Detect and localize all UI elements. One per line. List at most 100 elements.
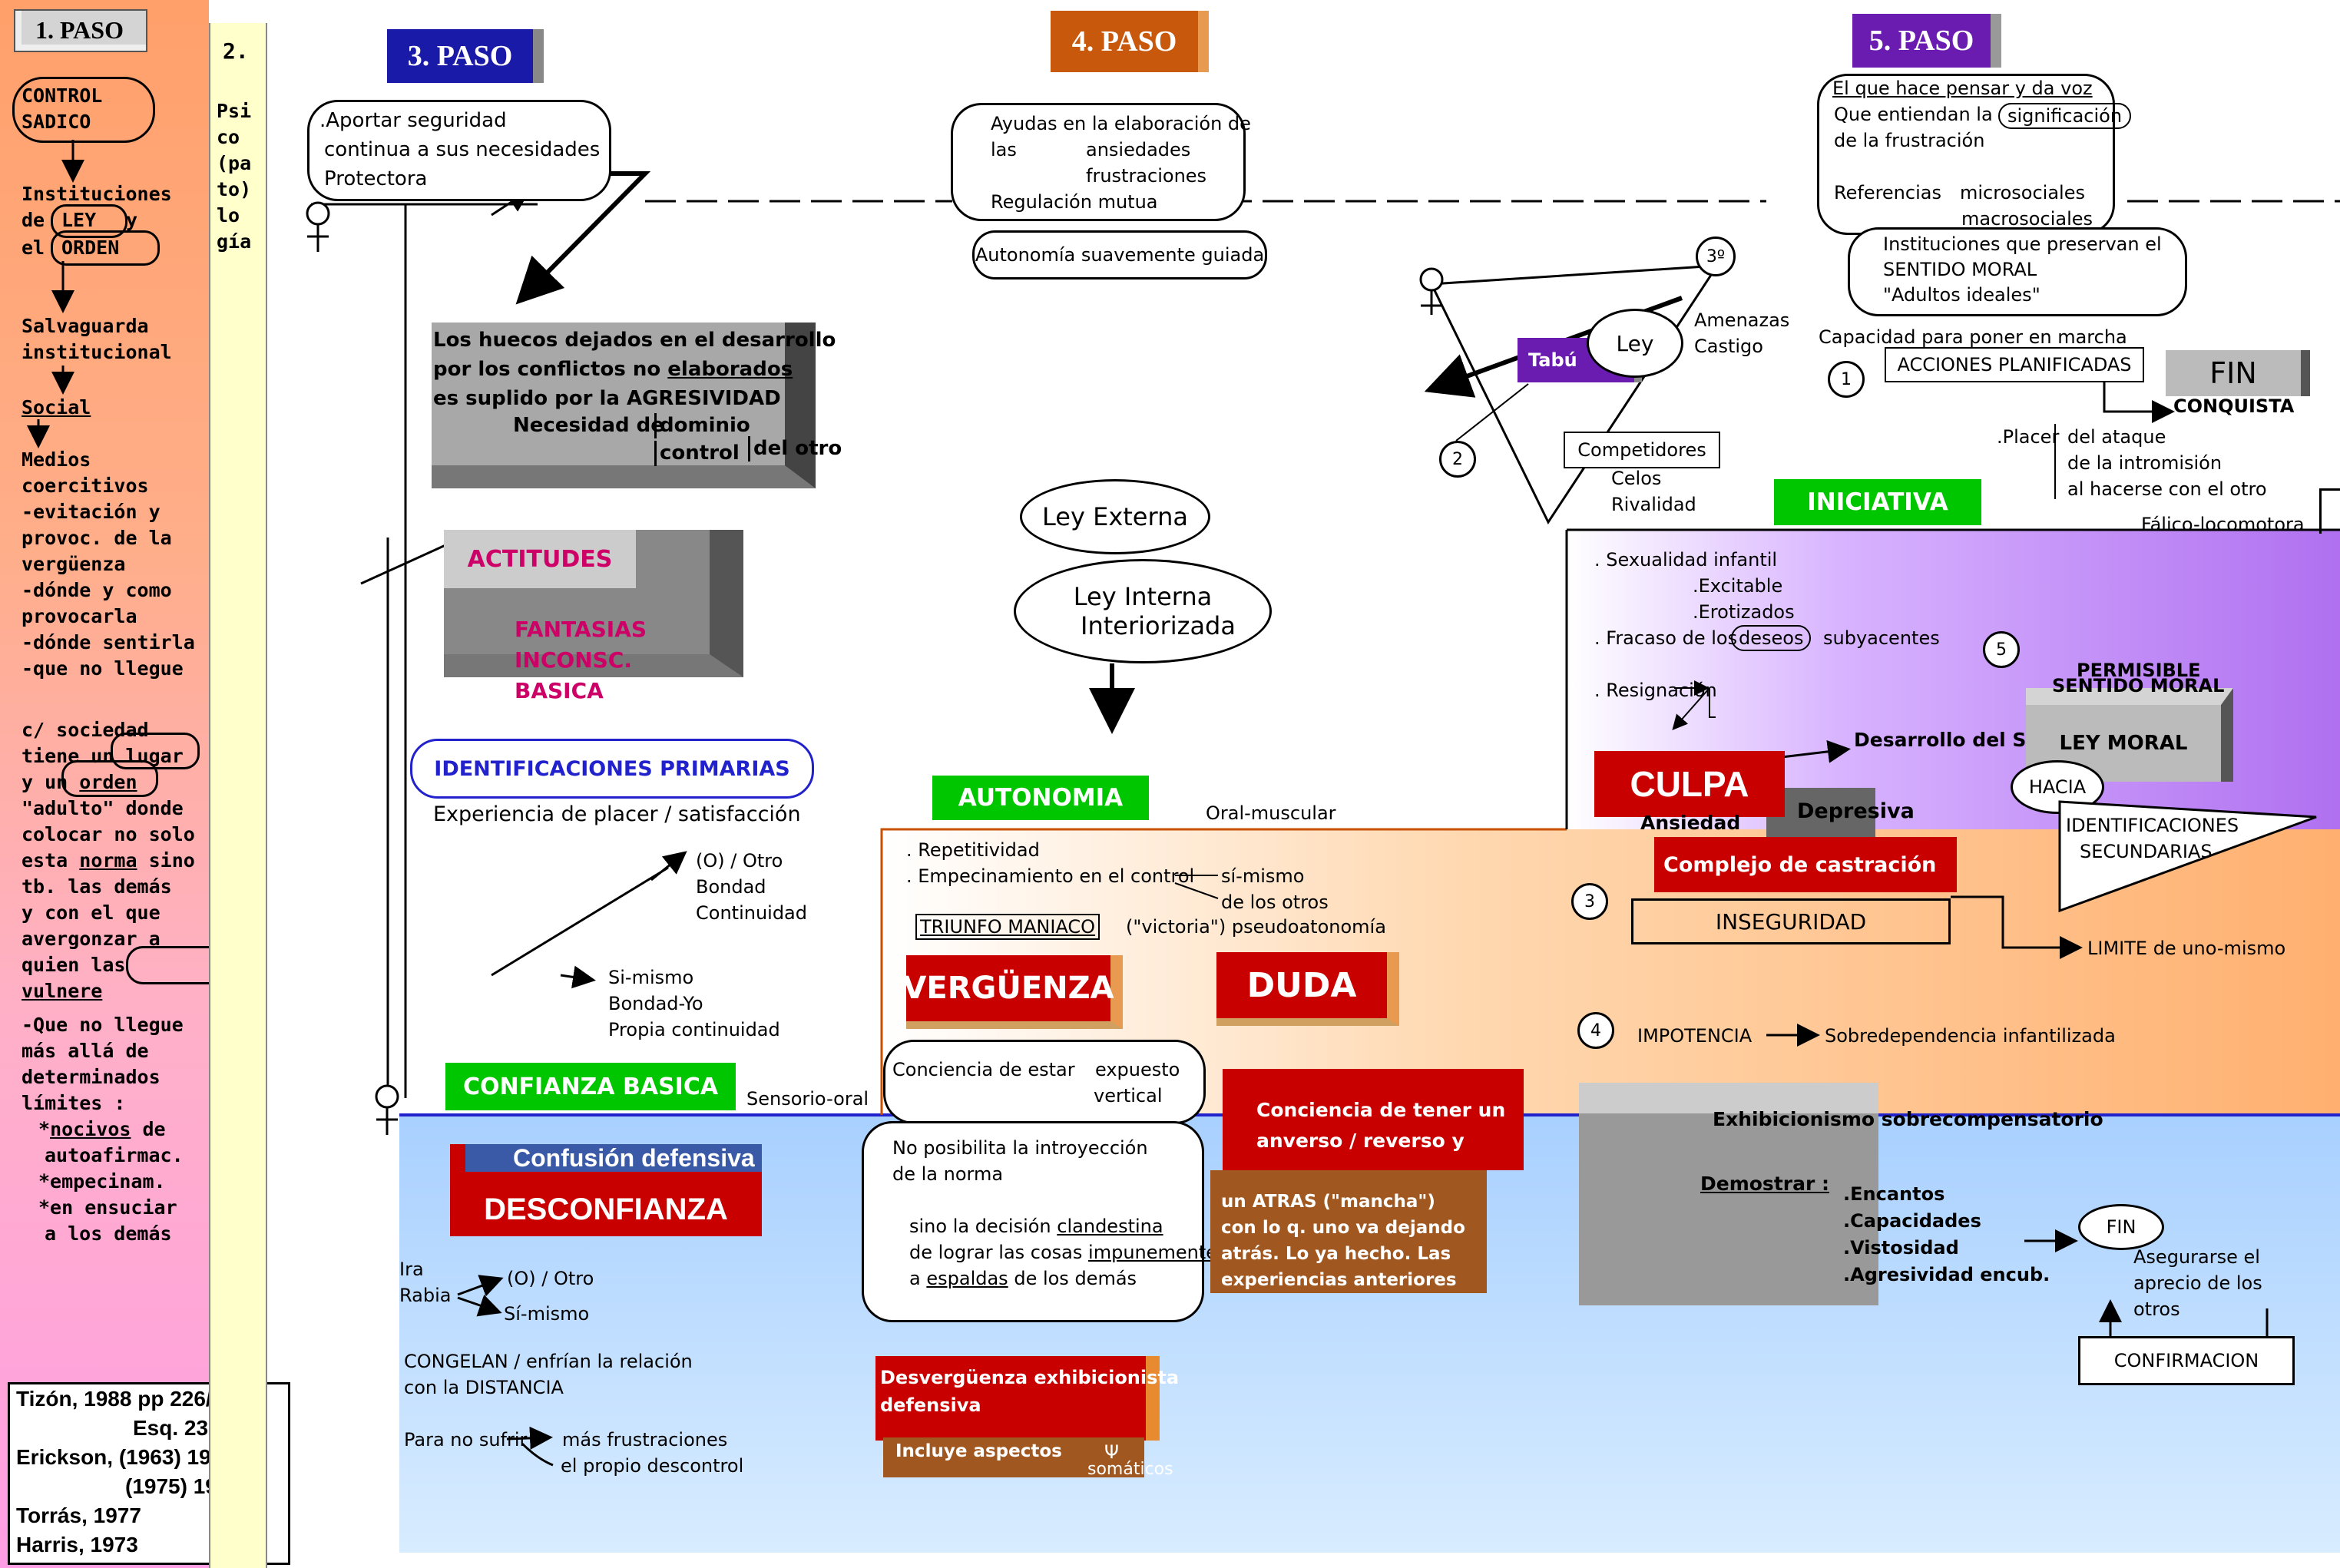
- huecos-text: Los huecos dejados en el desarrollo por …: [433, 326, 836, 413]
- triunfo-maniaco-box: TRIUNFO MANIACO: [915, 914, 1100, 940]
- limites-line: *empecinam.: [38, 1170, 166, 1193]
- limite-text: LIMITE de uno-mismo: [2087, 938, 2286, 959]
- ref-line: Esq. 232: [133, 1416, 220, 1440]
- necesidad-text: Necesidad de: [513, 414, 664, 437]
- psico-line: lo: [217, 204, 240, 227]
- sentido-moral-text: SENTIDO MORAL: [2052, 675, 2225, 696]
- huecos-box: [432, 323, 816, 488]
- identificaciones-secundarias-text: IDENTIFICACIONES: [2066, 815, 2239, 836]
- identificaciones-primarias-oval: IDENTIFICACIONES PRIMARIAS: [410, 739, 814, 799]
- simismo-line: Bondad-Yo: [608, 993, 703, 1014]
- column-1-background: [0, 0, 209, 1568]
- conquista-text: CONQUISTA: [2173, 395, 2295, 417]
- number-1-circle: 1: [1828, 361, 1865, 398]
- ansiedades-text: ansiedades: [1086, 139, 1191, 160]
- medios-line: -dónde sentirla: [22, 631, 195, 653]
- ley-externa-oval: Ley Externa: [1020, 479, 1210, 554]
- microsociales-text: microsociales: [1960, 182, 2085, 203]
- iniciativa-label: INICIATIVA: [1774, 479, 1981, 525]
- ira-block: Ira Rabia: [399, 1256, 451, 1308]
- duda-label: DUDA: [1216, 952, 1399, 1026]
- excitable-text: .Excitable: [1693, 575, 1783, 597]
- atras-line: con lo q. uno va dejando: [1221, 1218, 1465, 1238]
- atras-line: un ATRAS ("mancha"): [1221, 1192, 1435, 1212]
- el-text: el: [22, 237, 45, 259]
- confirmacion-box: CONFIRMACION: [2078, 1336, 2295, 1385]
- autonomia-guiada-oval: Autonomía suavemente guiada: [972, 230, 1267, 280]
- medios-line: -evitación y: [22, 501, 161, 523]
- asegurarse-line: Asegurarse el: [2133, 1246, 2260, 1268]
- orden-oval-2: [61, 760, 158, 797]
- ref-line: Torrás, 1977: [16, 1503, 141, 1527]
- del-otro-text: del otro: [748, 436, 842, 461]
- limites-line: -Que no llegue: [22, 1014, 184, 1036]
- limites-line: más allá de: [22, 1040, 149, 1062]
- desconfianza-label: DESCONFIANZA: [484, 1192, 728, 1226]
- atras-box: [1210, 1170, 1487, 1293]
- sociedad-line: colocar no solo: [22, 823, 195, 845]
- asegurarse-line: aprecio de los: [2133, 1272, 2262, 1294]
- cloud-line: continua a sus necesidades: [324, 138, 601, 161]
- culpa-label: CULPA: [1594, 751, 1785, 817]
- sociedad-line: tb. las demás: [22, 875, 172, 898]
- autonomia-label: AUTONOMIA: [932, 776, 1149, 820]
- empecinamiento-text: . Empecinamiento en el control: [906, 865, 1195, 887]
- oral-muscular-text: Oral-muscular: [1206, 802, 1336, 824]
- simismo-line: Propia continuidad: [608, 1019, 780, 1040]
- sociedad-line: esta norma sino: [22, 849, 195, 872]
- macrosociales-text: macrosociales: [1961, 208, 2093, 230]
- number-2-circle: 2: [1439, 441, 1476, 478]
- step-2-label: 2.: [223, 38, 249, 64]
- para-no-sufrir-text: Para no sufrir: [404, 1429, 528, 1451]
- de-text: de: [22, 209, 45, 231]
- ira-target-simismo: Sí-mismo: [504, 1303, 590, 1325]
- control-sadico-oval: [12, 77, 155, 143]
- desverguenza-line: Desvergüenza exhibicionista: [880, 1367, 1180, 1388]
- medios-line: coercitivos: [22, 475, 149, 497]
- fracaso-text: . Fracaso de los: [1594, 627, 1738, 649]
- propio-descontrol-text: el propio descontrol: [561, 1455, 744, 1477]
- ley-text: LEY: [61, 209, 97, 231]
- castigo-text: Castigo: [1694, 336, 1763, 357]
- atras-line: experiencias anteriores: [1221, 1270, 1457, 1290]
- capacidad-text: Capacidad para poner en marcha: [1819, 326, 2127, 348]
- frustracion-text: de la frustración: [1834, 130, 1985, 151]
- psicologia-text: Psi co (pa to) lo gía: [217, 98, 251, 255]
- sadico-text: SADICO: [22, 111, 91, 133]
- otro-line: Continuidad: [696, 902, 807, 924]
- medios-line: -dónde y como: [22, 579, 172, 601]
- ref-line: Erickson, (1963) 1970: [16, 1445, 235, 1469]
- simismo-text: sí-mismo: [1221, 865, 1305, 887]
- salvaguarda-text: Salvaguarda: [22, 315, 149, 337]
- institucional-text: institucional: [22, 341, 172, 363]
- cloud-line: Protectora: [324, 167, 428, 190]
- exhibicionismo-box: [1579, 1083, 1878, 1305]
- limites-block: -Que no llegue más allá de determinados …: [22, 1012, 184, 1247]
- medios-line: -que no llegue: [22, 657, 184, 680]
- ira-line: Ira: [399, 1259, 424, 1280]
- lugar-word: lugar: [125, 745, 184, 767]
- al-hacerse-text: al hacerse con el otro: [2067, 478, 2267, 500]
- somaticos-text: somáticos: [1087, 1460, 1173, 1479]
- demostrar-item: .Vistosidad: [1843, 1237, 1959, 1259]
- desverguenza-line: defensiva: [880, 1394, 981, 1416]
- expuesto-text: expuesto: [1095, 1059, 1180, 1080]
- huecos-line: Los huecos dejados en el desarrollo: [433, 329, 836, 352]
- control-text: control: [654, 441, 740, 466]
- column-2-background: [209, 23, 267, 1568]
- control-text: CONTROL: [22, 84, 103, 107]
- regulacion-text: Regulación mutua: [991, 191, 1158, 213]
- psico-line: gía: [217, 230, 252, 253]
- confusion-defensiva-text: Confusión defensiva: [513, 1144, 755, 1172]
- actitudes-header: ACTITUDES: [444, 530, 636, 588]
- ley-interna-line: Ley Interna: [1073, 582, 1213, 611]
- de-los-otros-text: de los otros: [1221, 892, 1329, 913]
- conciencia-tener-text: Conciencia de tener un anverso / reverso…: [1256, 1095, 1505, 1156]
- no-posibilita-line: de la norma: [892, 1163, 1004, 1185]
- medios-line: vergüenza: [22, 553, 126, 575]
- psi-symbol: Ψ: [1104, 1441, 1119, 1463]
- el-que-text: El que hace pensar y da voz: [1832, 78, 2093, 99]
- y-text: y: [126, 209, 138, 231]
- instituciones-line: Instituciones que preservan el: [1883, 233, 2162, 255]
- social-text: Social: [22, 396, 91, 418]
